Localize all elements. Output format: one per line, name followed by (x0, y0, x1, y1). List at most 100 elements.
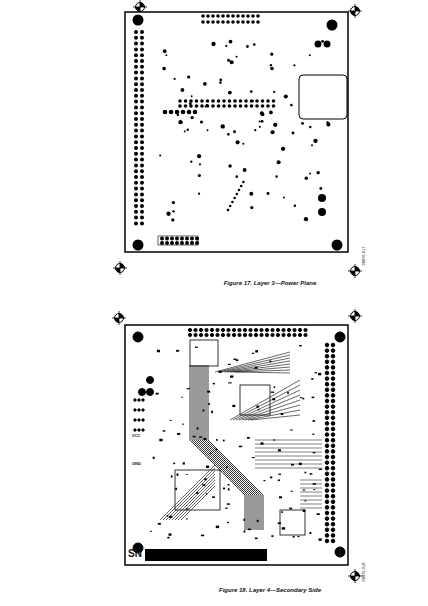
pad (211, 411, 213, 413)
trace (218, 355, 290, 372)
via (227, 59, 230, 62)
via (134, 181, 138, 185)
via (304, 217, 308, 221)
trace (227, 364, 290, 372)
pad (177, 433, 180, 435)
pad (289, 508, 292, 510)
via (134, 36, 138, 40)
via (134, 76, 138, 80)
trace (247, 495, 248, 530)
via (211, 42, 215, 46)
via (231, 14, 235, 18)
via (315, 41, 322, 48)
via (236, 20, 240, 24)
via (227, 333, 230, 336)
pad (305, 500, 307, 501)
trace (206, 365, 207, 440)
via (270, 67, 274, 71)
via (205, 328, 208, 331)
via (290, 104, 293, 107)
pad (204, 478, 206, 480)
via (228, 99, 232, 103)
pad (199, 436, 202, 437)
via (200, 104, 204, 108)
pad (274, 386, 276, 388)
via (211, 14, 215, 18)
trace (204, 365, 205, 440)
via (199, 163, 201, 165)
via (174, 78, 176, 80)
via (319, 187, 322, 190)
via (134, 175, 138, 179)
via (226, 14, 230, 18)
pad (273, 439, 275, 440)
trace (255, 460, 322, 461)
via (199, 328, 202, 331)
trace (236, 390, 300, 420)
via (250, 104, 254, 108)
via (270, 64, 272, 66)
via (217, 104, 221, 108)
via (140, 181, 144, 185)
via (134, 123, 138, 127)
pad (167, 515, 169, 517)
via (211, 104, 215, 108)
via (211, 99, 215, 103)
via (261, 120, 264, 123)
via (140, 123, 144, 127)
via (134, 117, 138, 121)
pad (168, 533, 171, 535)
via (331, 500, 335, 504)
chip-footprint (240, 385, 270, 415)
via (180, 237, 184, 241)
via (139, 389, 146, 396)
via (287, 333, 290, 336)
via (260, 328, 263, 331)
via (331, 343, 335, 347)
via (160, 241, 164, 245)
trace (200, 365, 201, 440)
via (281, 147, 285, 151)
pad (258, 409, 260, 410)
via (134, 134, 138, 138)
trace (255, 448, 322, 449)
via (171, 218, 174, 221)
via (140, 100, 144, 104)
via (134, 105, 138, 109)
via (266, 99, 270, 103)
via (251, 20, 255, 24)
via (318, 208, 326, 216)
trace (233, 385, 300, 420)
pad (263, 480, 265, 481)
via (138, 409, 140, 411)
via (251, 14, 255, 18)
via (207, 129, 209, 131)
pad (282, 527, 285, 529)
via (188, 328, 191, 331)
trace (181, 486, 215, 520)
via (140, 169, 144, 173)
trace (230, 367, 290, 372)
via (134, 140, 138, 144)
board-outline (125, 325, 348, 565)
via (284, 94, 288, 98)
via (134, 71, 138, 75)
trace (300, 484, 322, 485)
via (282, 333, 285, 336)
trace (300, 500, 322, 501)
trace (172, 477, 215, 520)
via (140, 30, 144, 34)
via (271, 328, 274, 331)
via (325, 416, 329, 420)
via (219, 78, 222, 81)
via (316, 171, 319, 174)
via (228, 91, 232, 95)
via (255, 104, 259, 108)
pad (271, 392, 274, 393)
via (325, 534, 329, 538)
via (165, 54, 167, 56)
pad (281, 511, 283, 513)
trace (215, 352, 290, 372)
pad (304, 472, 306, 474)
figure-caption: Figure 18. Layer 4—Secondary Side (219, 587, 321, 593)
